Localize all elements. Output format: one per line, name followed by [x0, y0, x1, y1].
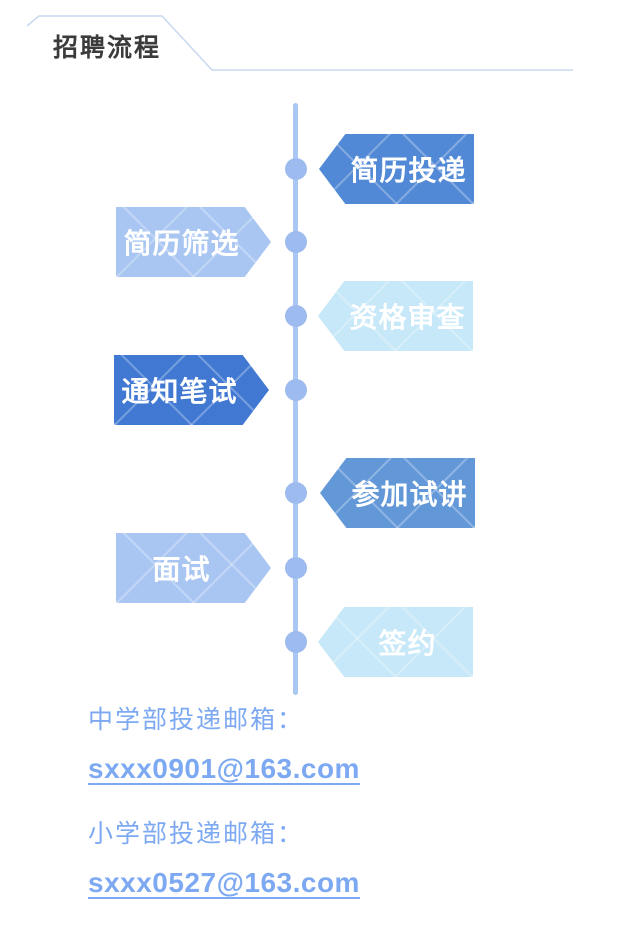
- step-resume-screening: 简历筛选: [116, 207, 271, 277]
- step-label: 通知笔试: [121, 376, 238, 407]
- step-trial-lecture: 参加试讲: [320, 458, 475, 528]
- step-interview: 面试: [116, 533, 271, 603]
- contact-group-primary-school: 小学部投递邮箱： sxxx0527@163.com: [88, 814, 360, 899]
- timeline-dot: [285, 557, 307, 579]
- contact-label-primary-school: 小学部投递邮箱：: [88, 820, 305, 848]
- timeline-dot: [285, 379, 307, 401]
- step-qualification-review: 资格审查: [318, 281, 473, 351]
- timeline-dot: [285, 158, 307, 180]
- header-accent-line: [26, 15, 573, 71]
- timeline-dot: [285, 305, 307, 327]
- page-title: 招聘流程: [53, 34, 162, 62]
- step-label: 参加试讲: [351, 479, 468, 510]
- step-label: 签约: [378, 628, 437, 659]
- email-link-middle-school[interactable]: sxxx0901@163.com: [88, 753, 360, 784]
- step-written-test-notice: 通知笔试: [114, 355, 269, 425]
- timeline-dot: [285, 631, 307, 653]
- step-label: 简历筛选: [123, 228, 240, 259]
- step-label: 简历投递: [350, 155, 467, 186]
- contact-label-middle-school: 中学部投递邮箱：: [88, 706, 305, 734]
- step-label: 面试: [152, 554, 211, 585]
- contact-section: 中学部投递邮箱： sxxx0901@163.com 小学部投递邮箱： sxxx0…: [88, 700, 360, 928]
- email-link-primary-school[interactable]: sxxx0527@163.com: [88, 867, 360, 898]
- timeline-dot: [285, 482, 307, 504]
- step-resume-submission: 简历投递: [319, 134, 474, 204]
- timeline-dot: [285, 231, 307, 253]
- contact-group-middle-school: 中学部投递邮箱： sxxx0901@163.com: [88, 700, 360, 785]
- step-signing: 签约: [318, 607, 473, 677]
- step-label: 资格审查: [349, 302, 466, 333]
